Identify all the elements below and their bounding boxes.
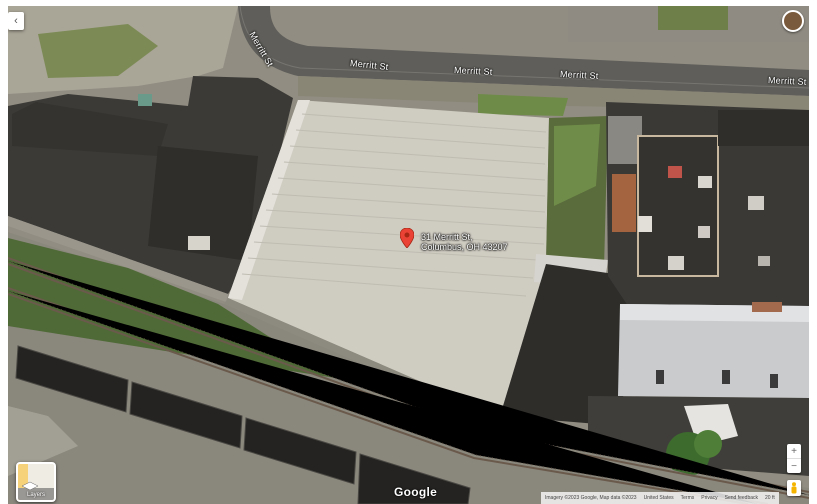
- google-logo: Google: [394, 485, 438, 499]
- scale-bar[interactable]: 20 ft: [765, 495, 775, 501]
- street-view-button[interactable]: [787, 480, 801, 496]
- layers-button[interactable]: Layers: [16, 462, 56, 502]
- plus-icon: +: [791, 445, 797, 457]
- chevron-left-icon: ‹: [14, 15, 18, 27]
- map-footer: Imagery ©2023 Google, Map data ©2023 Uni…: [541, 492, 779, 504]
- map-pin[interactable]: [399, 227, 415, 253]
- zoom-out-button[interactable]: −: [787, 458, 801, 473]
- street-label-5: Merritt St: [767, 74, 807, 88]
- layers-label: Layers: [26, 492, 45, 498]
- pin-address-line1: 31 Merritt St,: [421, 232, 473, 242]
- avatar[interactable]: [782, 10, 804, 32]
- imagery-attribution: Imagery ©2023 Google, Map data ©2023: [545, 495, 637, 501]
- layers-icon: [18, 464, 54, 500]
- terms-link[interactable]: Terms: [680, 495, 695, 501]
- pin-address-line2: Columbus, OH 43207: [421, 242, 508, 252]
- street-label-3: Merritt St: [453, 64, 493, 78]
- zoom-control: + −: [787, 444, 801, 473]
- zoom-in-button[interactable]: +: [787, 444, 801, 458]
- street-label-4: Merritt St: [559, 68, 599, 82]
- minus-icon: −: [791, 460, 797, 472]
- map-pin-icon: [399, 227, 415, 249]
- send-feedback-link[interactable]: Send feedback: [724, 495, 759, 501]
- back-button[interactable]: ‹: [8, 12, 24, 30]
- satellite-map[interactable]: Merritt St Merritt St Merritt St Merritt…: [8, 6, 809, 504]
- pegman-icon: [791, 482, 797, 494]
- satellite-imagery: [8, 6, 809, 504]
- privacy-link[interactable]: Privacy: [701, 495, 718, 501]
- pin-address: 31 Merritt St, Columbus, OH 43207: [421, 232, 508, 252]
- region-label: United States: [643, 495, 674, 501]
